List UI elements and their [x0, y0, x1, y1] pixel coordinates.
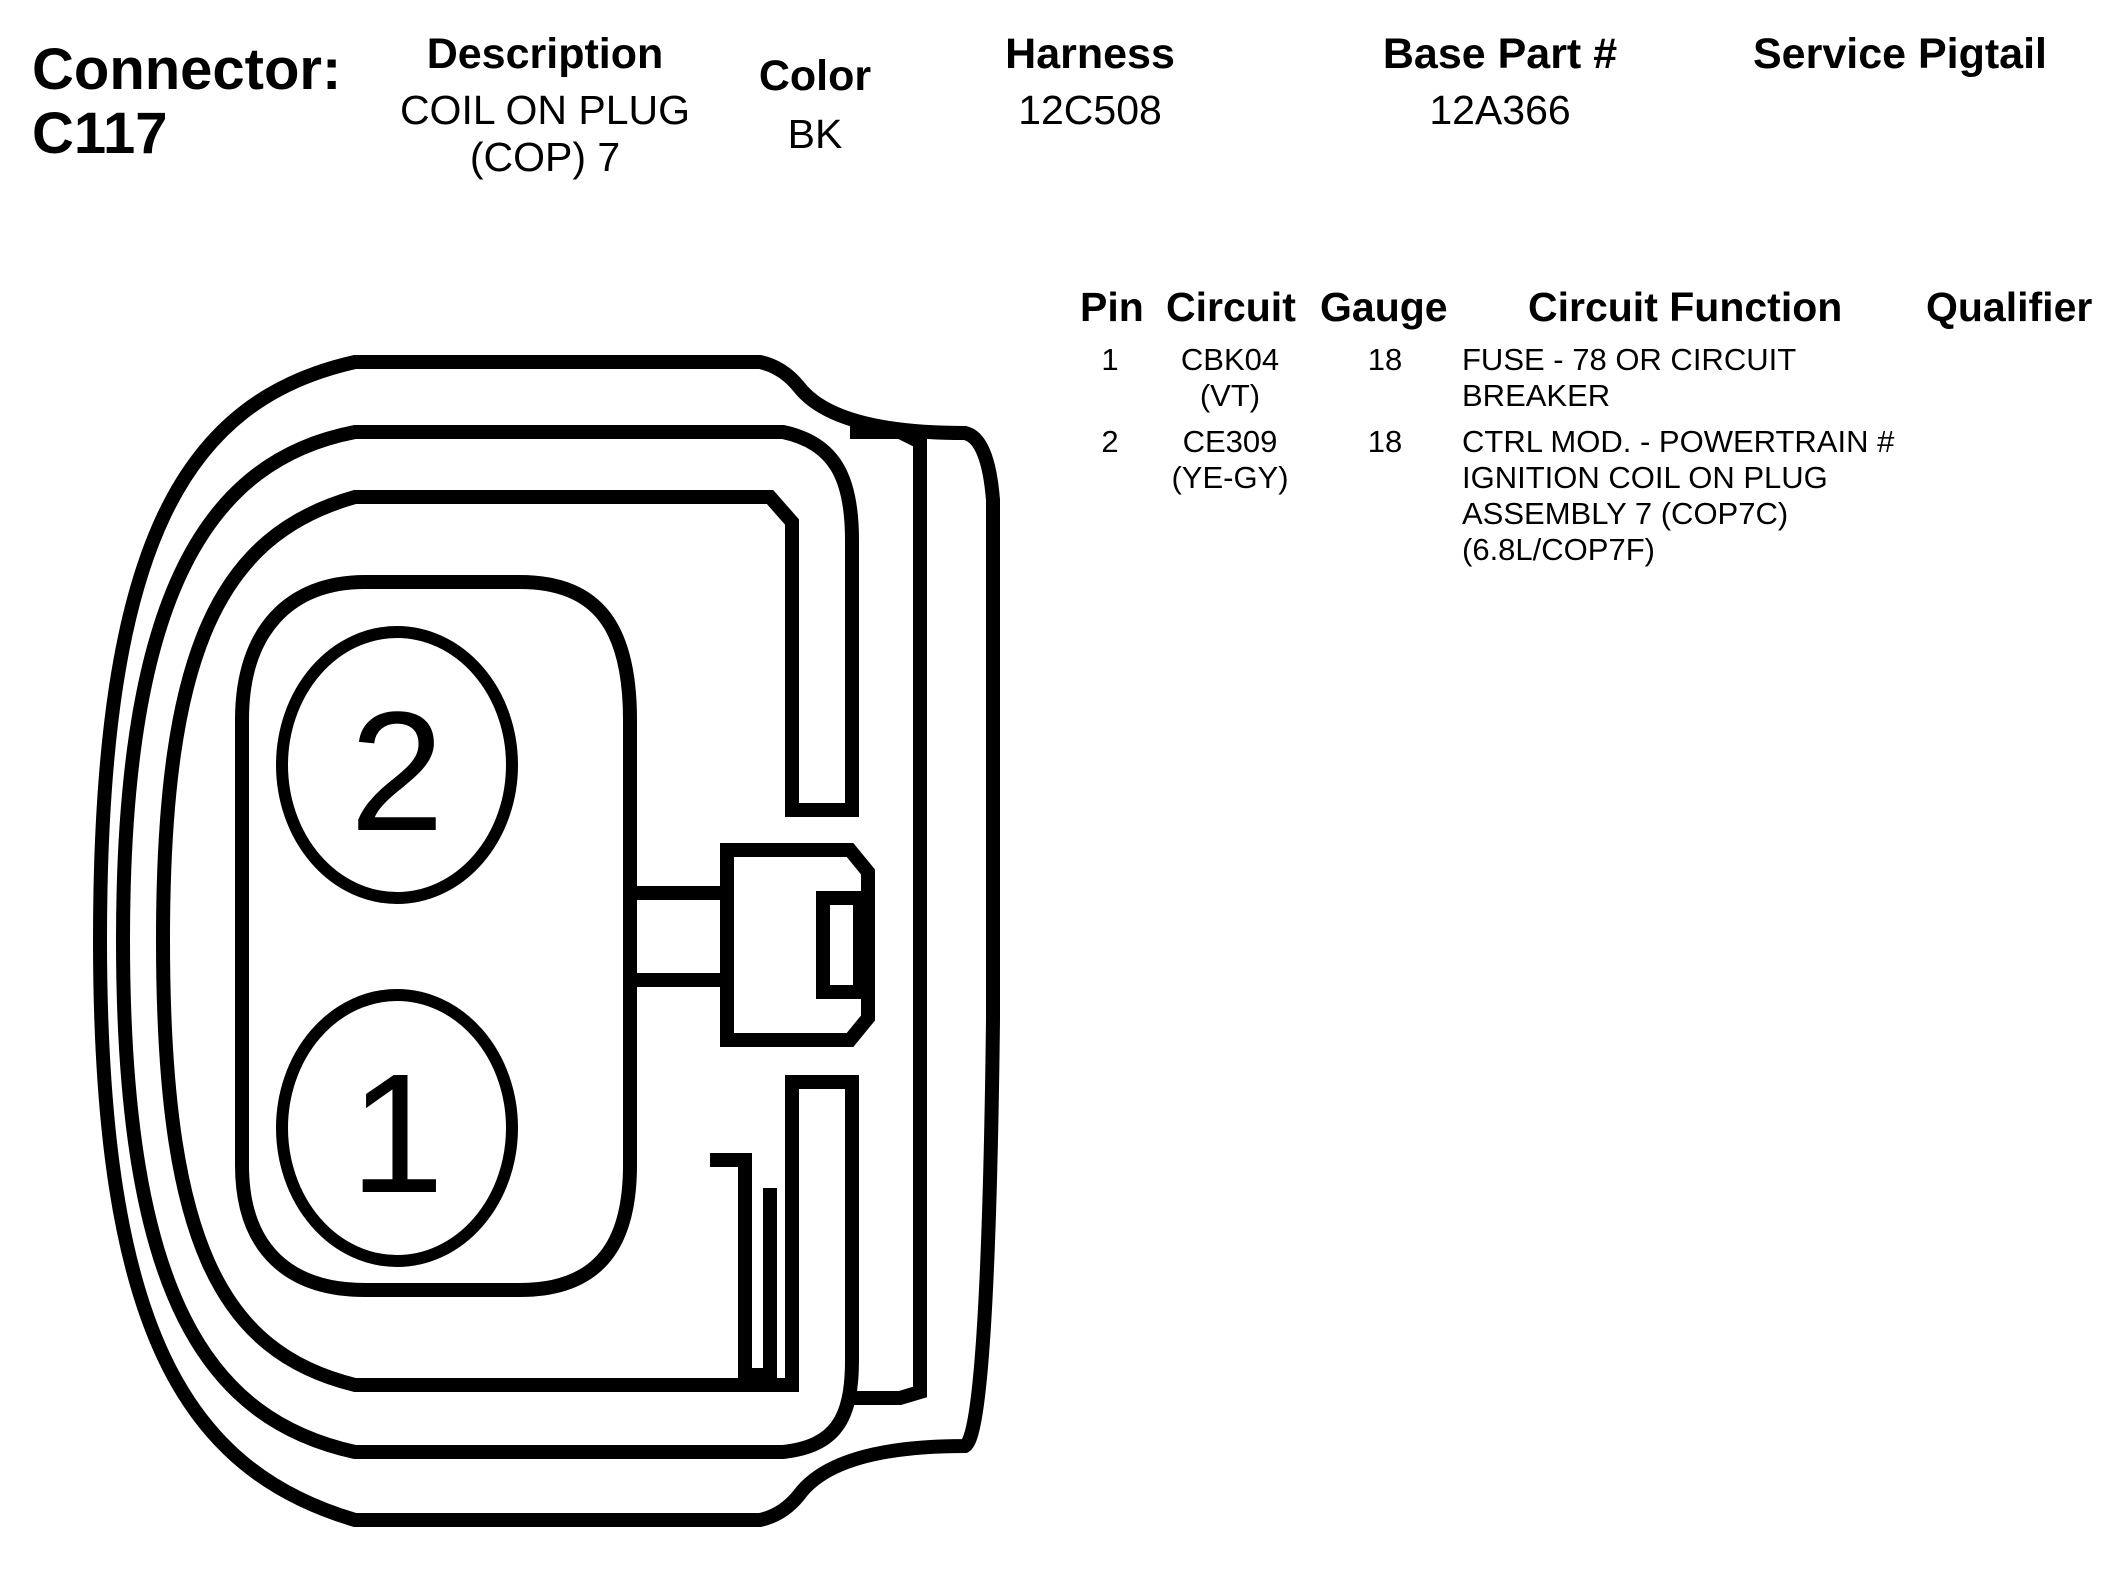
row2-gauge: 18 — [1367, 424, 1403, 459]
pin-1-circle — [276, 989, 518, 1267]
color-value: BK — [787, 111, 843, 157]
row1-circuit-code: CBK04 — [1180, 342, 1280, 377]
base-part-block: Base Part # 12A366 — [1340, 30, 1660, 134]
description-block: Description COIL ON PLUG (COP) 7 — [390, 30, 700, 181]
connector-id: C117 — [32, 101, 168, 166]
service-pigtail-label: Service Pigtail — [1753, 30, 2047, 78]
pin-2-label: 2 — [350, 677, 445, 867]
lower-hook — [710, 1153, 777, 1382]
latch-tab — [630, 843, 875, 1047]
latch-window — [816, 891, 867, 999]
harness-block: Harness 12C508 — [960, 30, 1220, 134]
housing-outer — [92, 355, 1000, 1527]
connector-label: Connector: — [32, 37, 342, 102]
pin-2-circle — [276, 626, 518, 904]
row1-function: FUSE - 78 OR CIRCUIT BREAKER — [1462, 342, 1796, 414]
th-circuit-function: Circuit Function — [1528, 284, 1843, 330]
service-pigtail-block: Service Pigtail — [1720, 30, 2080, 79]
row2-circuit: CE309 (YE-GY) — [1160, 424, 1300, 496]
row2-circuit-code: CE309 — [1182, 424, 1278, 459]
base-part-label: Base Part # — [1382, 30, 1618, 78]
description-line1: COIL ON PLUG — [399, 87, 691, 133]
row1-function-line: BREAKER — [1462, 378, 1611, 413]
pin-cavity — [235, 575, 637, 1297]
harness-label: Harness — [1005, 30, 1175, 78]
th-qualifier: Qualifier — [1926, 284, 2093, 330]
description-line2: (COP) 7 — [469, 134, 621, 180]
connector-title: Connector: C117 — [32, 38, 341, 166]
harness-value: 12C508 — [1018, 87, 1162, 133]
row2-function-line: IGNITION COIL ON PLUG — [1462, 460, 1828, 495]
row2-function-line: ASSEMBLY 7 (COP7C) — [1462, 496, 1789, 531]
base-part-value: 12A366 — [1429, 87, 1571, 133]
th-circuit: Circuit — [1166, 284, 1296, 330]
latch-rail — [850, 425, 927, 1405]
description-label: Description — [426, 30, 664, 78]
row2-function-line: (6.8L/COP7F) — [1462, 532, 1655, 567]
row1-circuit: CBK04 (VT) — [1160, 342, 1300, 414]
row1-circuit-color: (VT) — [1199, 378, 1261, 413]
housing-seal — [115, 425, 859, 1459]
row2-function: CTRL MOD. - POWERTRAIN # IGNITION COIL O… — [1462, 424, 1894, 568]
row1-pin: 1 — [1101, 342, 1119, 377]
row2-function-line: CTRL MOD. - POWERTRAIN # — [1462, 424, 1895, 459]
th-pin: Pin — [1080, 284, 1144, 330]
row1-gauge: 18 — [1367, 342, 1403, 377]
row1-function-line: FUSE - 78 OR CIRCUIT — [1462, 342, 1797, 377]
color-block: Color BK — [740, 52, 890, 158]
color-label: Color — [758, 52, 872, 100]
pin-1-label: 1 — [350, 1039, 445, 1229]
th-gauge: Gauge — [1320, 284, 1448, 330]
row2-pin: 2 — [1101, 424, 1119, 459]
row2-circuit-color: (YE-GY) — [1171, 460, 1289, 495]
